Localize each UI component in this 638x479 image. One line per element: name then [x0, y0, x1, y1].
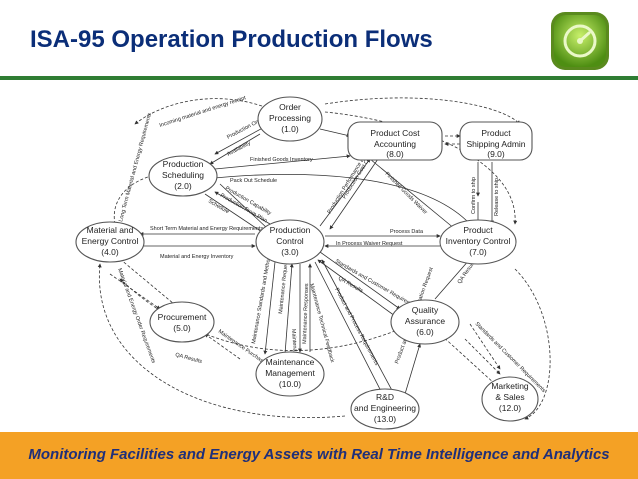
svg-text:(10.0): (10.0): [279, 379, 301, 389]
svg-text:Processing: Processing: [269, 113, 311, 123]
flow-label: Incoming material and energy receipt: [159, 95, 247, 129]
footer-text: Monitoring Facilities and Energy Assets …: [28, 446, 610, 463]
svg-text:(13.0): (13.0): [374, 414, 396, 424]
svg-text:(12.0): (12.0): [499, 403, 521, 413]
footer-banner: Monitoring Facilities and Energy Assets …: [0, 432, 638, 479]
svg-text:Procurement: Procurement: [158, 312, 207, 322]
flow-label: Material and Energy Order Requirements: [116, 268, 156, 365]
node-product-inventory-control: Product Inventory Control (7.0): [439, 219, 517, 265]
node-quality-assurance: Quality Assurance (6.0): [390, 299, 460, 345]
svg-text:Scheduling: Scheduling: [162, 170, 204, 180]
node-rnd-engineering: R&D and Engineering (13.0): [350, 388, 420, 430]
svg-text:(9.0): (9.0): [487, 149, 505, 159]
svg-text:Product: Product: [481, 128, 511, 138]
logo-icon: [551, 12, 609, 70]
flow-label: Pack Out Schedule: [230, 178, 277, 184]
svg-text:Accounting: Accounting: [374, 139, 416, 149]
flow-label: Maintenance Responses: [302, 283, 310, 344]
flow-label: In Process Waiver Request: [336, 241, 403, 247]
svg-text:R&D: R&D: [376, 392, 394, 402]
node-maintenance-management: Maintenance Management (10.0): [255, 351, 325, 397]
flow-label: Process Data: [390, 229, 424, 235]
slide-title: ISA-95 Operation Production Flows: [30, 26, 433, 53]
svg-text:Control: Control: [276, 236, 304, 246]
svg-text:(4.0): (4.0): [101, 247, 119, 257]
svg-text:Order: Order: [279, 102, 301, 112]
svg-text:(1.0): (1.0): [281, 124, 299, 134]
svg-text:Inventory Control: Inventory Control: [446, 236, 511, 246]
svg-text:& Sales: & Sales: [495, 392, 524, 402]
svg-text:(3.0): (3.0): [281, 247, 299, 257]
svg-text:(5.0): (5.0): [173, 323, 191, 333]
svg-text:Production: Production: [163, 159, 204, 169]
flow-label: Maintenance Requests: [278, 257, 290, 314]
flow-label: QA Results: [174, 352, 202, 365]
flow-label: Maintenance Standards and Methods: [251, 253, 273, 344]
svg-text:Marketing: Marketing: [491, 381, 529, 391]
node-order-processing: Order Processing (1.0): [257, 96, 323, 142]
svg-text:Product Cost: Product Cost: [370, 128, 420, 138]
flow-label: Maintenance Technical Feedback: [308, 283, 335, 364]
flow-label: Finished Goods Inventory: [250, 157, 313, 163]
svg-text:Production: Production: [270, 225, 311, 235]
node-procurement: Procurement (5.0): [149, 301, 215, 343]
flow-label: Short Term Material and Energy Requireme…: [150, 226, 264, 232]
svg-text:Product: Product: [463, 225, 493, 235]
node-production-control: Production Control (3.0): [255, 219, 325, 265]
title-divider: [0, 76, 638, 80]
svg-text:Management: Management: [265, 368, 315, 378]
node-marketing-sales: Marketing & Sales (12.0): [481, 376, 539, 422]
flow-label: Product and Process Requirements: [333, 287, 379, 367]
svg-text:Energy Control: Energy Control: [82, 236, 139, 246]
svg-text:Assurance: Assurance: [405, 316, 445, 326]
flow-diagram: Incoming material and energy receipt Pro…: [75, 95, 551, 430]
node-product-shipping-admin: Product Shipping Admin (9.0): [459, 121, 533, 161]
flow-label: Material and Energy Inventory: [160, 254, 234, 260]
node-product-cost-accounting: Product Cost Accounting (8.0): [347, 121, 443, 161]
svg-text:Shipping Admin: Shipping Admin: [466, 139, 525, 149]
svg-text:(6.0): (6.0): [416, 327, 434, 337]
node-production-scheduling: Production Scheduling (2.0): [148, 155, 218, 197]
flow-lines: [97, 97, 551, 420]
svg-text:Material and: Material and: [87, 225, 134, 235]
svg-text:(7.0): (7.0): [469, 247, 487, 257]
node-material-energy-control: Material and Energy Control (4.0): [75, 221, 145, 263]
svg-text:and Engineering: and Engineering: [354, 403, 416, 413]
flow-label: Release to ship: [494, 178, 500, 216]
svg-text:Quality: Quality: [412, 305, 439, 315]
flow-label: Confirm to ship: [471, 177, 477, 214]
svg-text:Maintenance: Maintenance: [266, 357, 315, 367]
flow-label: Availability: [226, 140, 252, 158]
svg-text:(2.0): (2.0): [174, 181, 192, 191]
flow-label: Long Term Material and Energy Requiremen…: [118, 112, 153, 222]
svg-text:(8.0): (8.0): [386, 149, 404, 159]
